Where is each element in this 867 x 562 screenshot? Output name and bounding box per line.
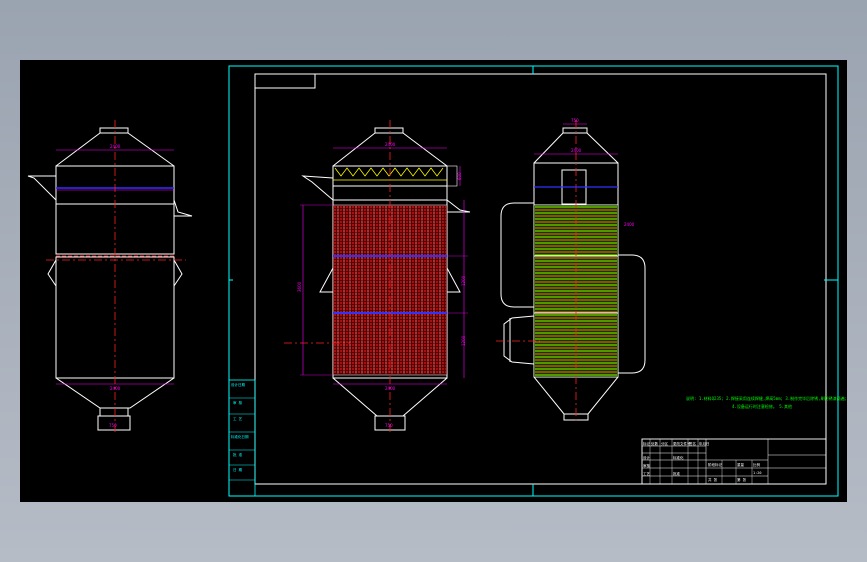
right-top-outlet-dim: 750	[571, 118, 579, 123]
tb-cell-3: 更改文件号	[673, 441, 691, 446]
cad-drawing-canvas: 设计日期 审 核 工 艺 标准化日期 批 准 日 期 2400 2400 750	[20, 60, 847, 502]
right-view-dims: 750 2400 2400	[496, 118, 635, 422]
left-table-row-0: 设计日期	[231, 382, 245, 387]
cad-drawing: 设计日期 审 核 工 艺 标准化日期 批 准 日 期 2400 2400 750	[27, 65, 847, 497]
middle-demister-dim: 600	[457, 172, 462, 180]
tb-cell-0: 标记	[643, 441, 651, 446]
tb-cell-15: 共 张	[708, 477, 718, 482]
drawing-frame	[228, 65, 839, 497]
middle-bottom-dim: 2400	[385, 386, 396, 391]
left-top-dim: 2400	[110, 144, 121, 149]
left-outlet-dim: 750	[109, 423, 117, 428]
tb-cell-4: 签名	[689, 441, 696, 446]
tb-cell-8: 审核	[643, 463, 651, 468]
middle-top-dim: 2400	[385, 142, 396, 147]
middle-view-demister	[333, 165, 458, 187]
middle-height-dim: 3600	[297, 281, 302, 292]
tb-cell-16: 第 张	[737, 477, 747, 482]
middle-view-dims: 2400 2400 750 3600 1200 1200 600	[284, 120, 468, 432]
tb-cell-12: 重量	[737, 462, 745, 467]
right-side-dim: 2400	[624, 222, 635, 227]
middle-bed-upper-dim: 1200	[461, 275, 466, 286]
left-table-row-3: 标准化日期	[231, 434, 249, 439]
left-bottom-dim: 2400	[110, 386, 121, 391]
tb-cell-13: 比例	[753, 462, 761, 467]
tb-cell-7: 标准化	[673, 455, 684, 460]
tb-cell-2: 分区	[661, 441, 669, 446]
left-table-row-2: 工 艺	[233, 416, 243, 421]
right-view-packing	[534, 205, 618, 377]
tb-cell-6: 设计	[643, 455, 651, 460]
right-top-width-dim: 2400	[571, 148, 582, 153]
left-view-inner: 2400 2400 750	[46, 120, 186, 432]
left-sign-table: 设计日期 审 核 工 艺 标准化日期 批 准 日 期	[228, 379, 256, 497]
title-block: 标记 处数 分区 更改文件号 签名 年月日 设计 标准化 审核 工艺 批准 阶段…	[641, 438, 827, 485]
tb-cell-5: 年月日	[699, 441, 710, 446]
middle-bed-lower-dim: 1200	[461, 335, 466, 346]
middle-outlet-dim: 750	[385, 423, 393, 428]
tb-cell-10: 批准	[673, 471, 681, 476]
left-table-row-1: 审 核	[233, 400, 243, 405]
left-table-row-4: 批 准	[233, 452, 243, 457]
note-line-1: 说明: 1.材料Q235; 2.焊接采用连续焊缝,焊高5mm; 3.制作完毕后除…	[686, 395, 847, 401]
left-table-row-5: 日 期	[233, 467, 243, 472]
note-line-2: 4.设备运行时注意检修。 5.其他	[732, 403, 792, 409]
right-packing-lines	[535, 206, 617, 376]
tb-cell-14: 1:20	[753, 471, 761, 475]
tb-cell-9: 工艺	[643, 471, 651, 476]
tb-cell-1: 处数	[651, 441, 659, 446]
left-view	[27, 127, 193, 431]
tb-cell-11: 阶段标记	[708, 462, 722, 467]
